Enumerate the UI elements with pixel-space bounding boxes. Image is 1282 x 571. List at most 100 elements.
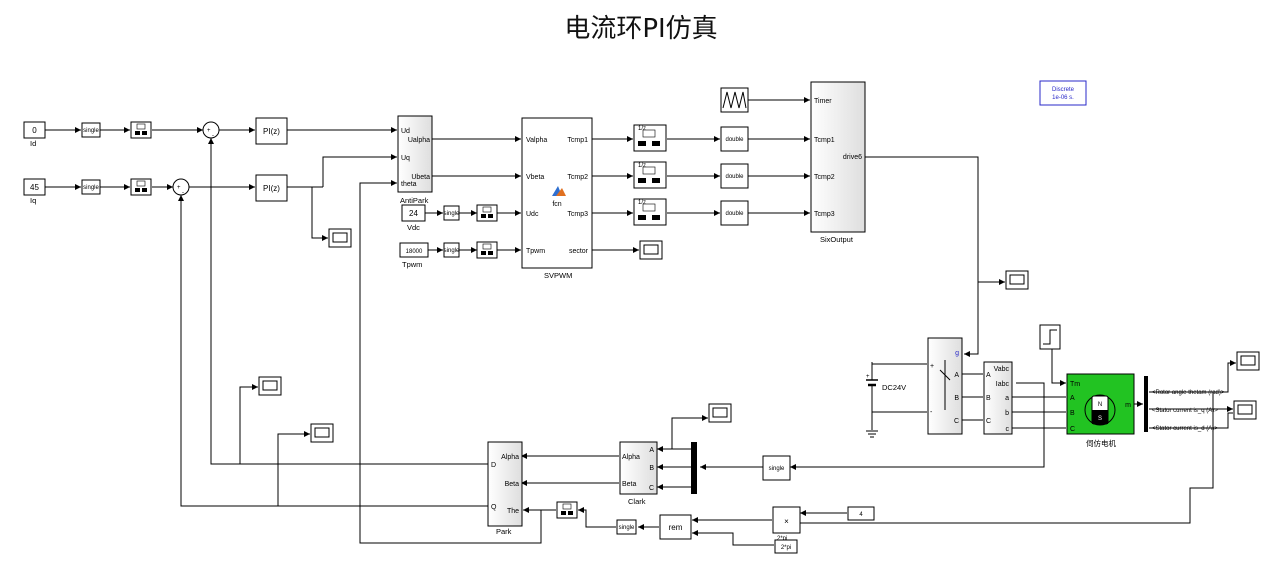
- product-label: 2*pi: [777, 536, 787, 542]
- svg-text:fcn: fcn: [552, 201, 561, 208]
- zoh-iq[interactable]: [130, 178, 152, 196]
- svg-text:PI(z): PI(z): [263, 184, 280, 193]
- sum-iq[interactable]: + -: [172, 178, 190, 196]
- scope-phase-currents[interactable]: [708, 403, 732, 423]
- antipark-block[interactable]: Ud Uq theta Ualpha Ubeta: [397, 115, 433, 193]
- park-block[interactable]: Alpha Beta The D Q: [487, 441, 523, 527]
- zoh-theta[interactable]: [556, 501, 578, 519]
- double-convert-3[interactable]: double: [720, 200, 749, 226]
- svg-text:Tcmp2: Tcmp2: [567, 174, 588, 181]
- svg-text:18000: 18000: [406, 249, 423, 255]
- zoh-id[interactable]: [130, 121, 152, 139]
- svg-text:C: C: [1070, 426, 1075, 433]
- sixoutput-block[interactable]: Timer Tcmp1 Tcmp2 Tcmp3 drive6: [810, 81, 866, 233]
- iq-constant-block[interactable]: 45: [23, 178, 46, 196]
- svg-text:1/z: 1/z: [638, 200, 646, 206]
- inverter-bridge-block[interactable]: + - g A B C: [927, 337, 963, 435]
- three-phase-measurement[interactable]: Vabc Iabc A B C a b c: [983, 361, 1013, 435]
- svg-text:+: +: [930, 363, 934, 370]
- svg-text:Ud: Ud: [401, 128, 410, 135]
- unit-delay-3[interactable]: 1/z: [633, 198, 667, 226]
- clark-block[interactable]: A B C Alpha Beta: [619, 441, 658, 495]
- scope-sector[interactable]: [639, 240, 663, 260]
- svg-text:Discrete: Discrete: [1052, 87, 1075, 93]
- svg-text:×: ×: [784, 517, 789, 526]
- scope-id-feedback[interactable]: [258, 376, 282, 396]
- scope-stator-current[interactable]: [1233, 400, 1257, 420]
- single-convert-iabc[interactable]: single: [762, 455, 791, 481]
- park-label: Park: [496, 527, 512, 536]
- svg-text:C: C: [649, 485, 654, 492]
- pole-pairs-constant[interactable]: 4: [847, 506, 875, 521]
- single-convert-vdc[interactable]: single: [443, 205, 460, 221]
- svg-text:+: +: [177, 185, 181, 191]
- vdc-constant-block[interactable]: 24: [401, 204, 426, 222]
- svg-text:Tcmp2: Tcmp2: [814, 174, 835, 181]
- svg-text:-: -: [182, 190, 184, 196]
- zoh-tpwm[interactable]: [476, 241, 498, 259]
- unit-delay-1[interactable]: 1/z: [633, 124, 667, 152]
- id-constant-block[interactable]: 0: [23, 121, 46, 139]
- single-convert-tpwm[interactable]: single: [443, 242, 460, 258]
- svg-text:C: C: [954, 418, 959, 425]
- sum-id[interactable]: + -: [202, 121, 220, 139]
- pi-controller-id[interactable]: PI(z): [255, 117, 288, 145]
- double-convert-2[interactable]: double: [720, 163, 749, 189]
- svg-text:B: B: [954, 395, 959, 402]
- svg-text:A: A: [1070, 395, 1075, 402]
- svg-text:Udc: Udc: [526, 211, 539, 218]
- svg-text:m: m: [1125, 402, 1131, 409]
- product-block[interactable]: ×: [772, 506, 801, 534]
- svg-text:The: The: [507, 508, 519, 515]
- svg-text:Tcmp1: Tcmp1: [814, 137, 835, 144]
- svg-text:single: single: [83, 185, 99, 191]
- timer-wave-generator[interactable]: [720, 87, 749, 113]
- bus-signal-id: <Stator current is_d (A)>: [1152, 426, 1218, 432]
- bus-signal-rotor: <Rotor angle thetam (rad)>: [1152, 390, 1225, 396]
- svg-text:C: C: [986, 418, 991, 425]
- svg-text:S: S: [1098, 416, 1102, 422]
- rem-block[interactable]: rem: [659, 514, 692, 540]
- svg-text:4: 4: [859, 512, 863, 518]
- bus-signal-iq: <Stator current is_q (A)>: [1152, 408, 1218, 414]
- svg-text:A: A: [954, 372, 959, 379]
- scope-rotor-angle[interactable]: [1236, 351, 1260, 371]
- zoh-vdc[interactable]: [476, 204, 498, 222]
- single-convert-id[interactable]: single: [81, 122, 101, 138]
- svg-text:Tcmp3: Tcmp3: [814, 211, 835, 218]
- signal-lines: [45, 97, 1236, 546]
- svpwm-block[interactable]: Valpha Vbeta Udc Tpwm Tcmp1 Tcmp2 Tcmp3 …: [521, 117, 593, 269]
- motor-label: 伺仿电机: [1086, 438, 1116, 448]
- single-convert-theta[interactable]: single: [616, 519, 637, 535]
- load-torque-step[interactable]: [1039, 324, 1061, 350]
- two-pi-constant[interactable]: 2*pi: [774, 539, 798, 554]
- svg-text:double: double: [725, 211, 744, 217]
- bus-selector[interactable]: [1144, 376, 1148, 432]
- svg-text:B: B: [1070, 410, 1075, 417]
- double-convert-1[interactable]: double: [720, 126, 749, 152]
- pi-controller-iq[interactable]: PI(z): [255, 174, 288, 202]
- powergui-solver-block[interactable]: Discrete 1e-06 s.: [1039, 80, 1087, 106]
- dc-voltage-source[interactable]: +: [866, 364, 878, 438]
- svg-text:B: B: [986, 395, 991, 402]
- svg-text:c: c: [1006, 426, 1010, 433]
- svg-text:drive6: drive6: [843, 154, 862, 161]
- demux-abc[interactable]: [691, 442, 697, 494]
- single-convert-iq[interactable]: single: [81, 179, 101, 195]
- scope-pi-output[interactable]: [328, 228, 352, 248]
- svg-text:Ualpha: Ualpha: [408, 137, 430, 144]
- clark-label: Clark: [628, 497, 646, 506]
- diagram-title: 电流环PI仿真: [564, 14, 718, 44]
- scope-iq-feedback[interactable]: [310, 423, 334, 443]
- svg-text:1e-06 s.: 1e-06 s.: [1052, 95, 1074, 101]
- svg-text:+: +: [866, 374, 870, 380]
- svg-text:theta: theta: [401, 181, 417, 188]
- scope-drive6[interactable]: [1005, 270, 1029, 290]
- unit-delay-2[interactable]: 1/z: [633, 161, 667, 189]
- id-label: Id: [30, 139, 36, 148]
- svg-text:Vabc: Vabc: [994, 366, 1010, 373]
- pmsm-motor-block[interactable]: Tm A B C m N S: [1066, 373, 1135, 435]
- tpwm-constant-block[interactable]: 18000: [399, 242, 429, 258]
- svg-text:Beta: Beta: [505, 481, 520, 488]
